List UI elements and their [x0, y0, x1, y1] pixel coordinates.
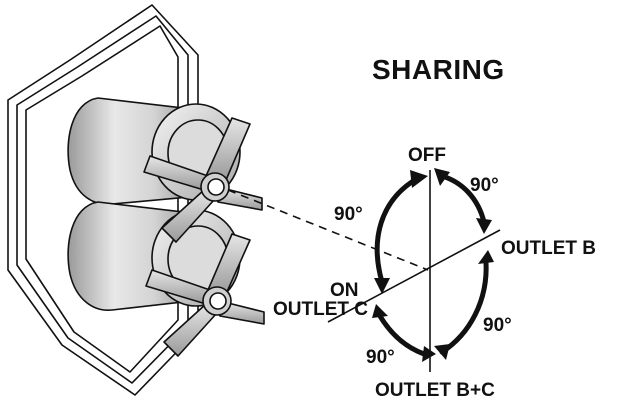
diagram-title: SHARING	[372, 54, 505, 85]
angle-left: 90°	[334, 204, 363, 225]
rotation-arrows	[374, 173, 489, 357]
upper-cross-handle	[143, 117, 263, 243]
curved-arrow-left-icon	[374, 175, 421, 285]
leader-line	[227, 189, 429, 271]
angle-top-right: 90°	[470, 175, 499, 196]
label-outlet-bc: OUTLET B+C	[375, 380, 495, 401]
lower-cross-handle	[145, 233, 265, 357]
arrow-heads	[372, 168, 494, 362]
label-on: ON	[330, 280, 359, 301]
curved-arrow-bottom-left-icon	[377, 313, 427, 357]
dial-axes	[327, 170, 501, 372]
curved-arrow-top-right-icon	[439, 173, 487, 225]
angle-bottom-left: 90°	[366, 347, 395, 368]
label-outlet-c: OUTLET C	[273, 299, 368, 320]
curved-arrow-bottom-right-icon	[439, 259, 489, 355]
label-outlet-b: OUTLET B	[501, 238, 596, 259]
label-off: OFF	[408, 145, 446, 166]
angle-bottom-right: 90°	[483, 315, 512, 336]
